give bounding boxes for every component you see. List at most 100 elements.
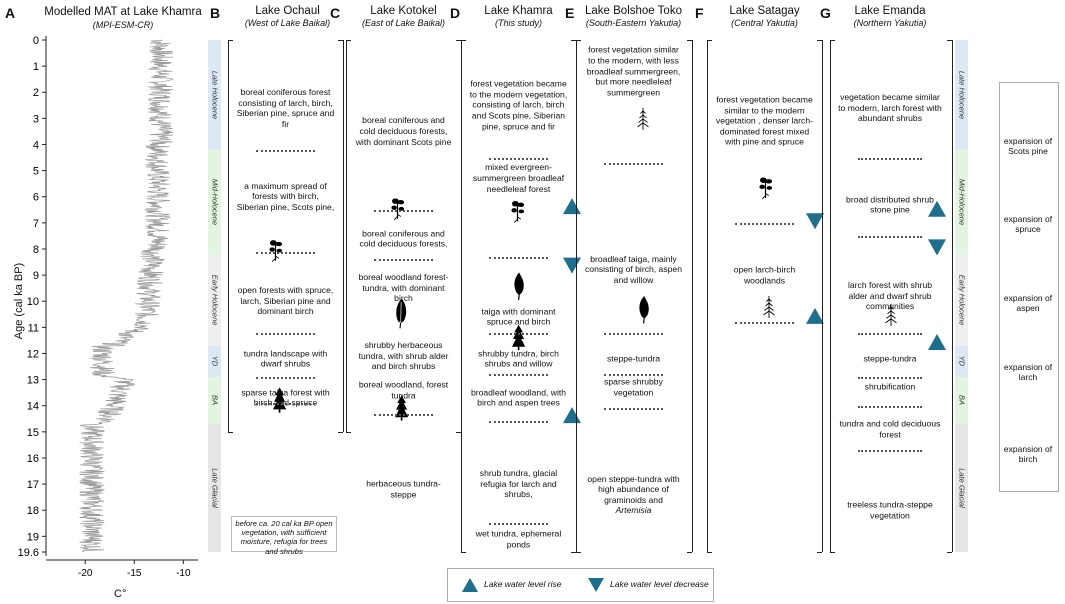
panel-letter-f: F: [695, 5, 704, 21]
panel-letter-d: D: [450, 5, 461, 21]
description-text: herbaceous tundra-steppe: [366, 478, 441, 500]
refugia-note-box: before ca. 20 cal ka BP open vegetation,…: [231, 516, 337, 556]
column-subtitle: (West of Lake Baikal): [244, 18, 331, 28]
period-label: Mid-Holocene: [210, 178, 219, 226]
description-text: steppe-tundra: [606, 353, 661, 364]
column-subtitle: (South-Eastern Yakutia): [585, 18, 682, 28]
vegetation-description: open forests with spruce, larch, Siberia…: [236, 285, 335, 317]
vegetation-description: broadleaf woodland, with birch and aspen…: [469, 387, 568, 408]
bracket-tick: [228, 431, 233, 433]
description-text: wet tundra, ephemeral ponds: [475, 528, 562, 549]
bracket-tick: [707, 552, 712, 553]
bracket-tick: [346, 431, 351, 433]
description-text: mixed evergreen-summergreen broadleaf ne…: [472, 162, 565, 194]
vegetation-description: shrubby herbaceous tundra, with shrub al…: [354, 340, 453, 372]
rise-triangle-icon: [563, 407, 581, 424]
column-left-bracket: [461, 40, 462, 552]
description-text: a maximum spread of forests with birch, …: [236, 180, 335, 213]
column-title-text: Lake Ochaul: [255, 5, 320, 17]
description-text: open forests with spruce, larch, Siberia…: [237, 285, 334, 317]
vegetation-description: sparse taiga forest with birch and spruc…: [236, 387, 335, 408]
vegetation-description: tundra and cold deciduous forest: [838, 419, 942, 440]
vegetation-description: tundra landscape with dwarf shrubs: [236, 348, 335, 369]
bracket-tick: [228, 40, 233, 41]
column-subtitle: (East of Lake Baikal): [361, 18, 446, 28]
period-label: YD: [957, 356, 966, 367]
period-separator: [374, 259, 433, 262]
y-tick-label: 8: [33, 244, 39, 256]
bracket-tick: [461, 40, 466, 41]
description-text: boreal coniferous and cold deciduous for…: [359, 227, 448, 249]
column-left-bracket: [576, 40, 577, 552]
scots-pine-icon: [391, 198, 405, 221]
period-separator: [858, 450, 922, 453]
bracket-tick: [707, 40, 712, 41]
description-text: shrub tundra, glacial refugia for larch …: [479, 468, 558, 500]
description-text: tundra landscape with dwarf shrubs: [243, 348, 328, 369]
tree-legend-label: expansion of spruce: [1003, 214, 1053, 234]
column-title: Lake Khamra(This study): [461, 4, 576, 29]
vegetation-description: mixed evergreen-summergreen broadleaf ne…: [469, 163, 568, 195]
description-text: boreal woodland, forest tundra: [358, 379, 449, 401]
rise-triangle-icon: [928, 334, 946, 351]
decrease-triangle-icon: [928, 239, 946, 256]
y-tick-label: 18: [27, 505, 39, 517]
period-yd: YD: [955, 345, 968, 377]
vegetation-description: boreal woodland forest-tundra, with domi…: [354, 272, 453, 304]
column-right-bracket: [692, 40, 693, 552]
period-separator: [256, 251, 315, 254]
period-separator: [858, 376, 922, 379]
bracket-tick: [817, 40, 822, 41]
decrease-triangle-icon: [563, 257, 581, 274]
panel-a-title: Modelled MAT at Lake Khamra: [44, 6, 202, 18]
column-title: Lake Bolshoe Toko(South-Eastern Yakutia): [576, 4, 691, 29]
panel-letter-b: B: [210, 5, 221, 21]
tree-legend-label: expansion of Scots pine: [1003, 136, 1053, 156]
column-left-bracket: [830, 40, 831, 552]
vegetation-description: boreal woodland, forest tundra: [354, 379, 453, 400]
aspen-icon: [639, 296, 649, 324]
panel-a-subtitle: (MPI-ESM-CR): [92, 20, 154, 30]
y-tick-label: 16: [27, 453, 39, 465]
decrease-triangle-icon: [588, 578, 604, 592]
y-tick-label: 7: [33, 218, 39, 230]
taxon-name: Artemisia: [615, 505, 652, 516]
panel-letter-a: A: [5, 5, 16, 21]
vegetation-description: boreal coniferous forest consisting of l…: [236, 87, 335, 129]
period-early-holocene: Early Holocene: [208, 254, 221, 346]
period-separator: [256, 149, 315, 152]
description-text: forest vegetation similar to the modern,…: [586, 44, 681, 98]
period-label: BA: [957, 395, 966, 406]
bracket-tick: [817, 552, 822, 553]
x-tick-label: -20: [78, 568, 93, 579]
vegetation-description: broad distributed shrub stone pine: [838, 194, 942, 215]
decrease-triangle-icon: [806, 213, 824, 230]
vegetation-description: forest vegetation became to the modern v…: [469, 79, 568, 132]
tree-legend-label: expansion of birch: [1003, 444, 1053, 464]
lake-level-legend: Lake water level rise Lake water level d…: [447, 568, 714, 602]
description-text: tundra and cold deciduous forest: [839, 418, 941, 440]
tree-legend: [999, 82, 1059, 492]
vegetation-description: forest vegetation similar to the modern,…: [584, 45, 683, 98]
description-text: boreal woodland forest-tundra, with domi…: [358, 272, 449, 304]
vegetation-description: herbaceous tundra-steppe: [354, 479, 453, 500]
description-text: larch forest with shrub alder and dwarf …: [847, 280, 933, 312]
vegetation-description: boreal coniferous and cold deciduous for…: [354, 228, 453, 249]
description-text: shrubby herbaceous tundra, with shrub al…: [358, 340, 449, 372]
description-text: taiga with dominant spruce and birch: [481, 306, 556, 327]
period-label: Mid-Holocene: [957, 178, 966, 226]
rise-triangle-icon: [806, 307, 824, 324]
period-label: Early Holocene: [957, 274, 966, 326]
larch-icon: [763, 296, 775, 318]
mat-series-line: [79, 39, 174, 553]
period-separator: [604, 162, 663, 165]
column-title: Lake Satagay(Central Yakutia): [707, 4, 822, 29]
vegetation-description: larch forest with shrub alder and dwarf …: [838, 280, 942, 312]
description-text: broad distributed shrub stone pine: [846, 193, 934, 215]
period-ba: BA: [208, 376, 221, 424]
bracket-tick: [346, 40, 351, 41]
column-title: Lake Emanda(Northern Yakutia): [830, 4, 950, 29]
vegetation-description: taiga with dominant spruce and birch: [469, 306, 568, 327]
column-right-bracket: [343, 40, 344, 432]
bracket-tick: [687, 552, 692, 553]
